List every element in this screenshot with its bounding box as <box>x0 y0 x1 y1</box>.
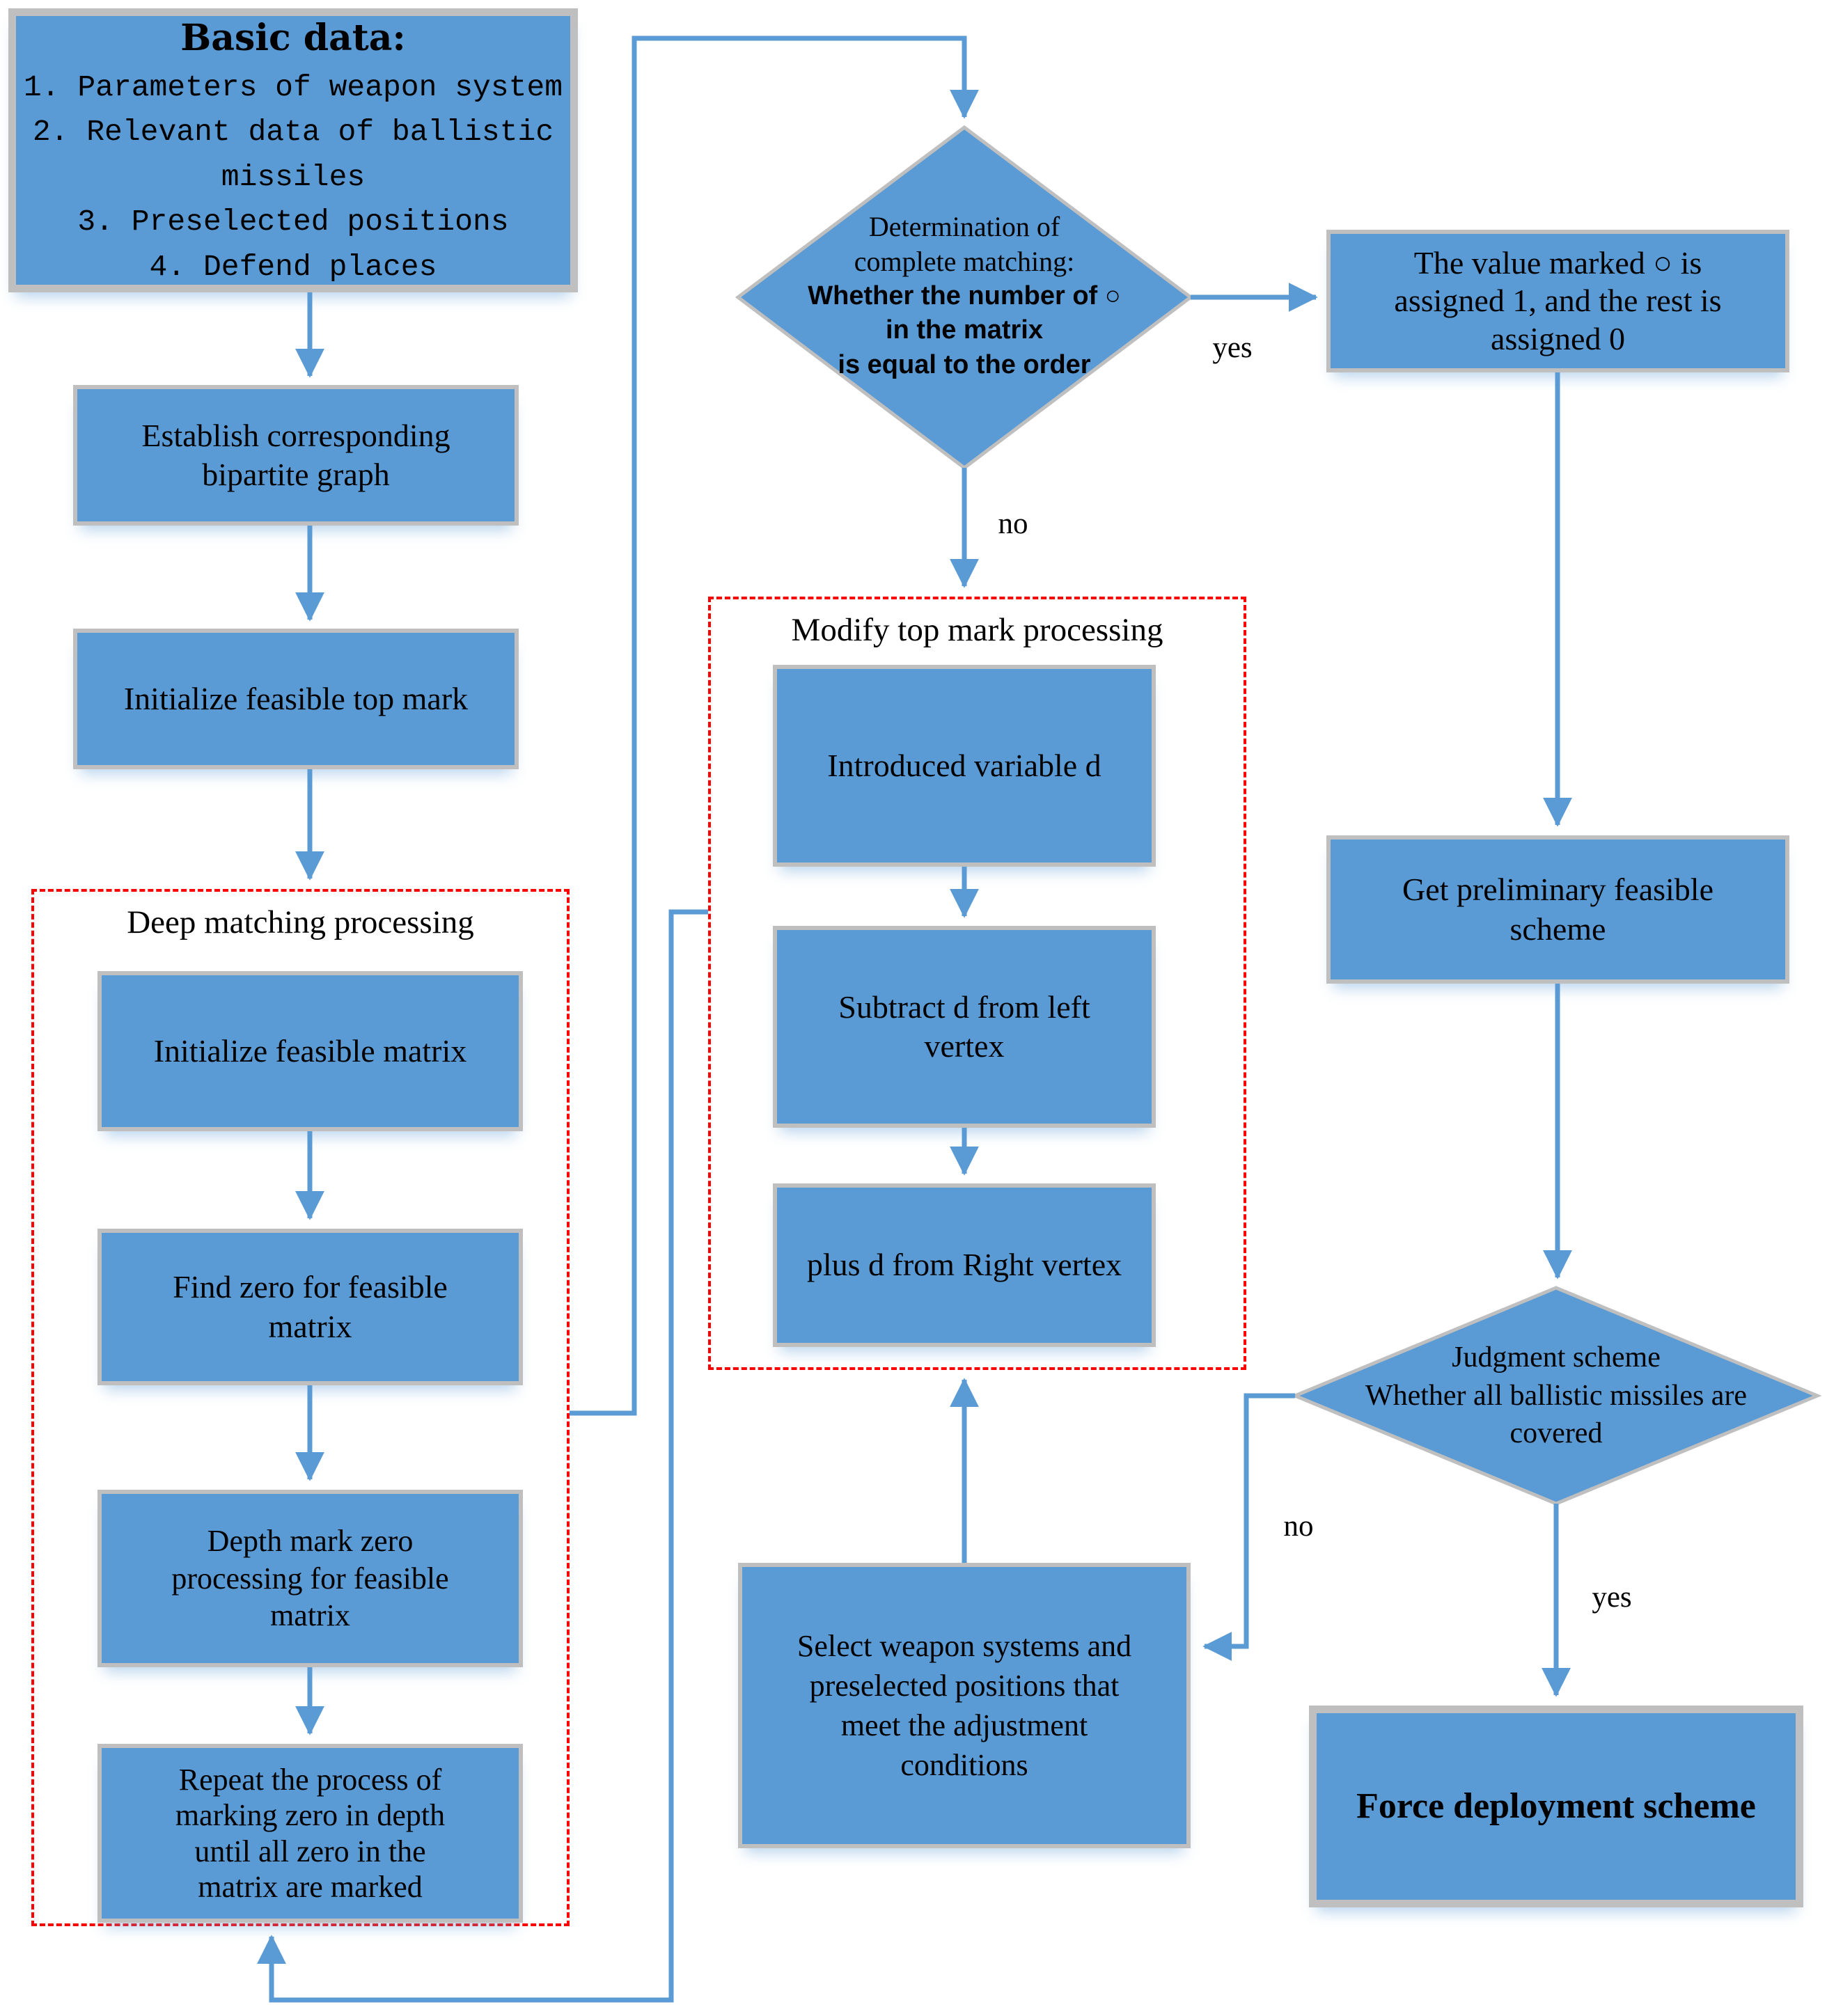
get-preliminary-scheme-box: Get preliminary feasible scheme <box>1326 835 1789 984</box>
basic-data-box: Basic data: 1. Parameters of weapon syst… <box>8 8 578 292</box>
modify-top-mark-group <box>708 597 1246 1370</box>
modify-top-mark-group-title: Modify top mark processing <box>791 612 1163 648</box>
introduced-variable-d-box: Introduced variable d <box>773 665 1156 867</box>
basic-data-items: 1. Parameters of weapon system 2. Releva… <box>23 70 563 284</box>
edge-deepgroup-to-matching-diamond <box>570 36 979 1416</box>
plus-d-box: plus d from Right vertex <box>773 1183 1156 1347</box>
edge-judgment-no-to-select <box>1202 1393 1295 1661</box>
establish-bipartite-box: Establish corresponding bipartite graph <box>73 385 519 526</box>
depth-mark-zero-box: Depth mark zero processing for feasible … <box>97 1490 523 1667</box>
force-deployment-scheme-box: Force deployment scheme <box>1309 1706 1803 1907</box>
deep-matching-group <box>31 889 570 1926</box>
decision-matching-sans-lines: Whether the number of ○ in the matrix is… <box>808 281 1121 379</box>
decision-judgment-label: Judgment scheme Whether all ballistic mi… <box>1365 1341 1748 1450</box>
initialize-top-mark-box: Initialize feasible top mark <box>73 629 519 769</box>
subtract-d-box: Subtract d from left vertex <box>773 926 1156 1128</box>
value-marked-box: The value marked ○ is assigned 1, and th… <box>1326 230 1789 372</box>
decision-complete-matching-label: Determination of complete matching: Whet… <box>769 202 1159 390</box>
initialize-feasible-matrix-box: Initialize feasible matrix <box>97 971 523 1131</box>
edge-modifygroup-loop-to-deepgroup <box>257 909 708 2003</box>
decision-matching-serif-lines: Determination of complete matching: <box>854 210 1075 277</box>
select-weapon-systems-box: Select weapon systems and preselected po… <box>738 1563 1191 1848</box>
find-zero-box: Find zero for feasible matrix <box>97 1229 523 1385</box>
deep-matching-group-title: Deep matching processing <box>127 904 474 940</box>
basic-data-title: Basic data: <box>180 16 406 59</box>
repeat-marking-zero-box: Repeat the process of marking zero in de… <box>97 1744 523 1923</box>
